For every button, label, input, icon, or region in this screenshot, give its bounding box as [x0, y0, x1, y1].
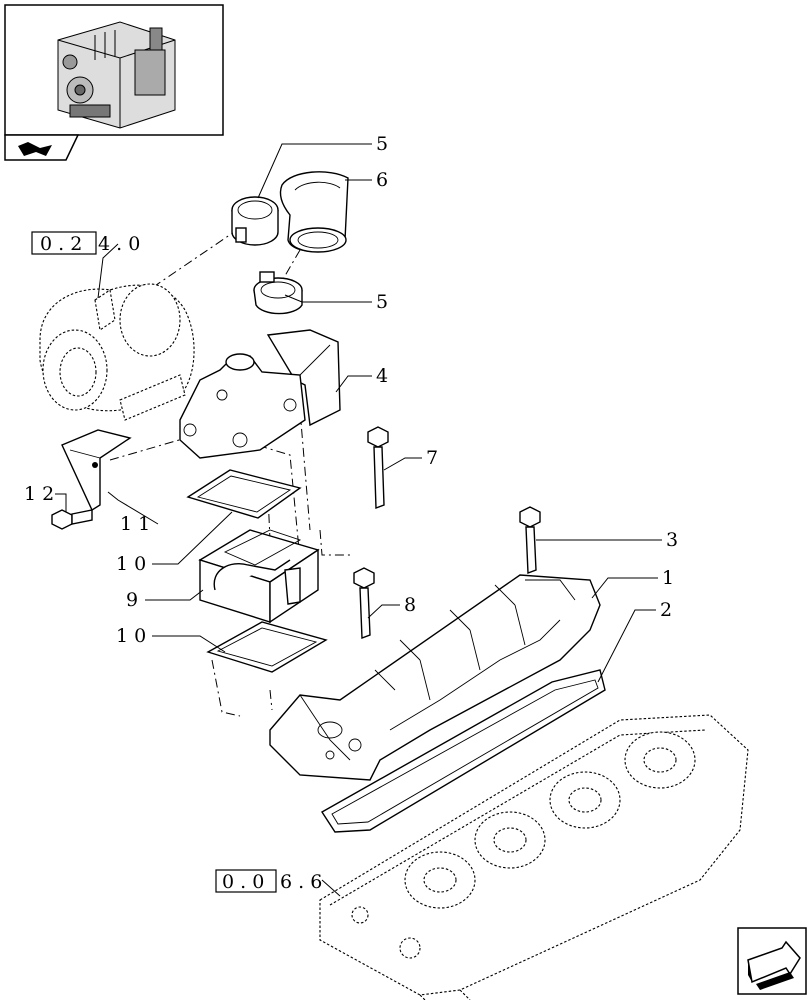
callout-10-lower: 1 0 [116, 625, 146, 647]
callout-11: 1 1 [120, 513, 150, 535]
gasket-lower [206, 621, 328, 673]
bolt-7 [367, 426, 389, 509]
callout-7: 7 [426, 447, 438, 469]
bolt-8 [353, 567, 375, 639]
manifold-gasket [321, 669, 606, 833]
gasket-upper [186, 469, 302, 519]
hose-clamp-upper [231, 196, 279, 246]
callout-12: 1 2 [24, 483, 54, 505]
callout-2: 2 [660, 599, 672, 621]
callout-1: 1 [662, 567, 674, 589]
head-reference[interactable]: 0 . 0 6 . 6 [215, 869, 322, 893]
callout-6: 6 [376, 169, 388, 191]
callout-5-lower: 5 [376, 291, 388, 313]
bracket [61, 429, 132, 512]
bolt-12 [51, 509, 93, 530]
turbo-ref-box-text: 0 . 2 [40, 233, 82, 255]
callout-8: 8 [404, 594, 416, 616]
page-turn-arrow-icon[interactable] [4, 134, 80, 161]
turbo-ref-suffix: 4 . 0 [98, 233, 140, 255]
callout-5-upper: 5 [376, 133, 388, 155]
callout-4: 4 [376, 365, 388, 387]
engine-thumbnail [4, 4, 224, 136]
callout-3: 3 [666, 529, 678, 551]
leader-lines [55, 143, 662, 897]
next-arrow-icon[interactable] [737, 927, 807, 995]
egr-cooler [198, 529, 320, 624]
cylinder-head [319, 714, 749, 1000]
hose [279, 171, 349, 253]
head-ref-suffix: 6 . 6 [280, 871, 322, 893]
intake-manifold [269, 574, 601, 781]
turbocharger [39, 283, 195, 421]
callout-10-upper: 1 0 [116, 553, 146, 575]
bolt-3 [519, 506, 541, 574]
head-ref-box-text: 0 . 0 [222, 871, 264, 893]
hose-clamp-lower [253, 271, 303, 315]
intake-elbow [179, 329, 341, 459]
turbo-reference[interactable]: 0 . 2 4 . 0 [31, 231, 140, 255]
callout-9: 9 [126, 589, 138, 611]
